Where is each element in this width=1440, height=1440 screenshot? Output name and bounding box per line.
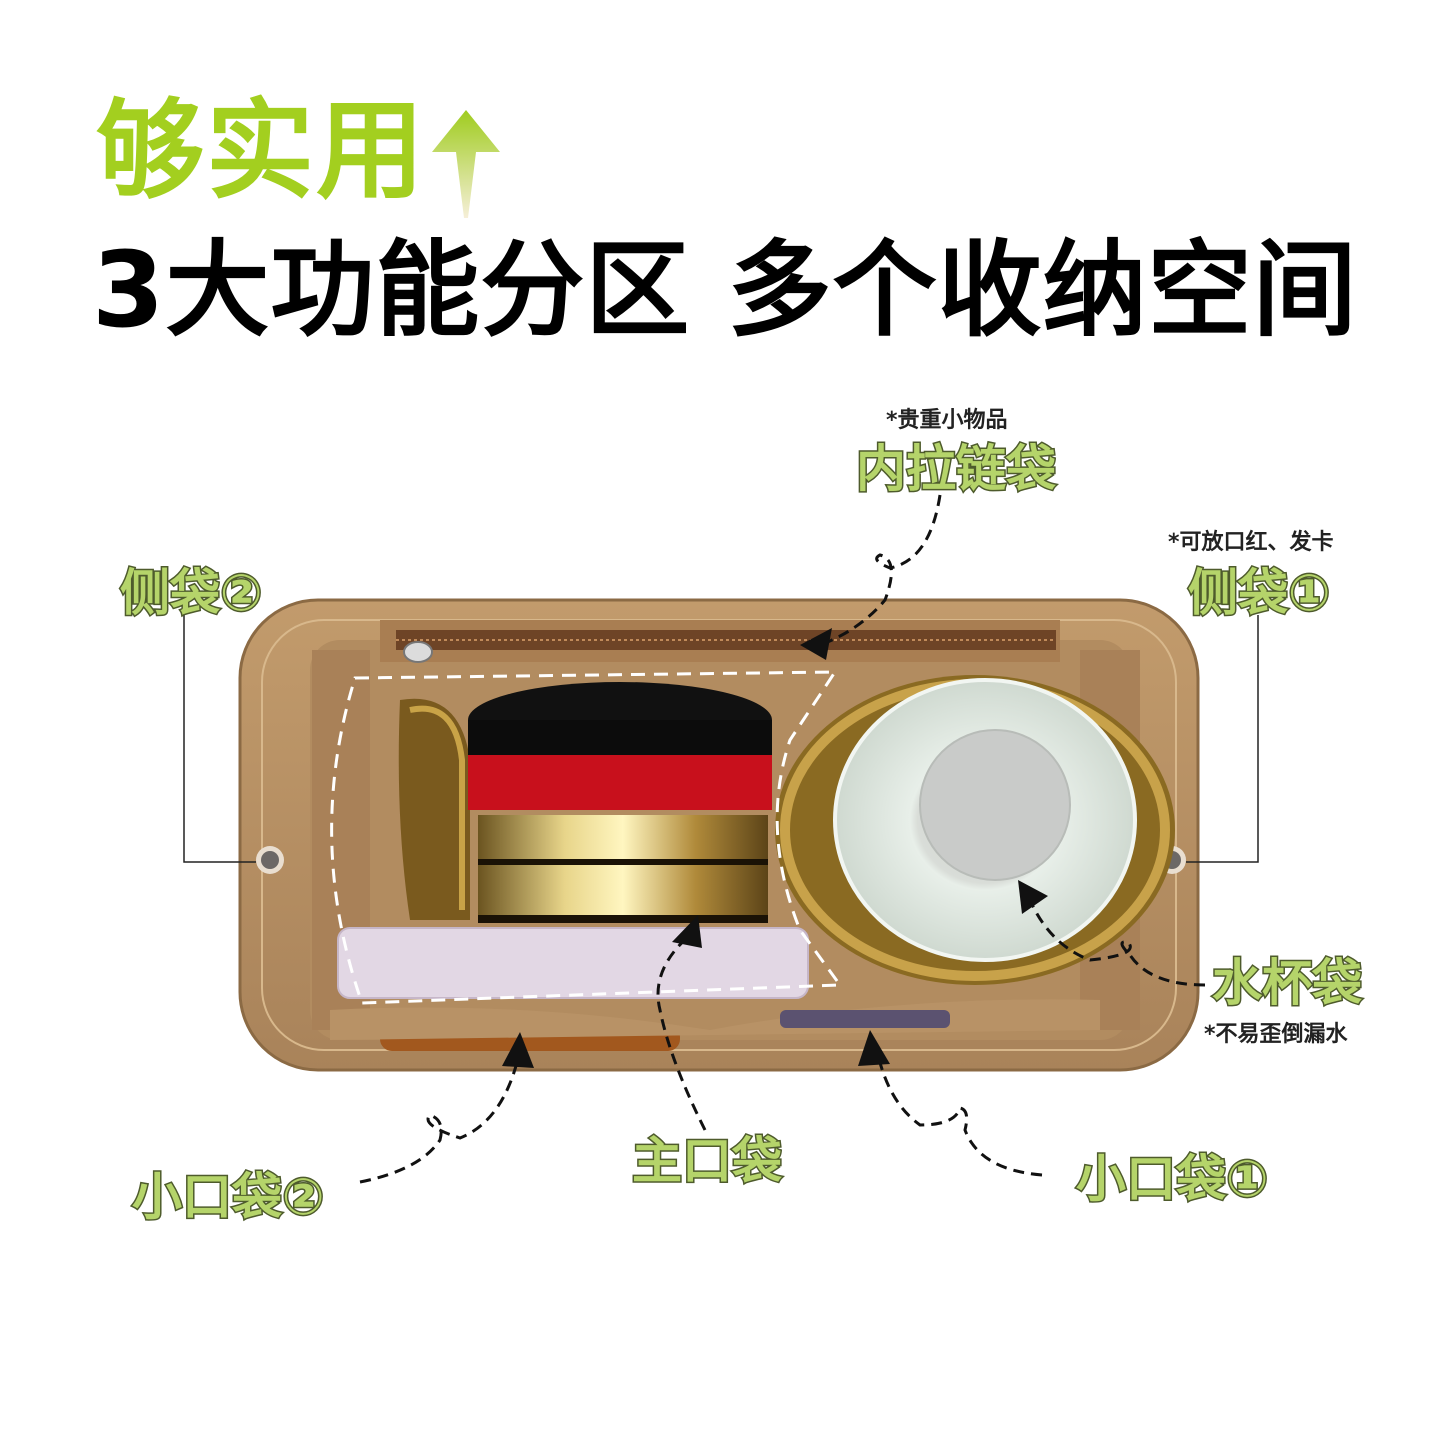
side-pocket-1-note: *可放口红、发卡	[1168, 530, 1334, 555]
side-pocket-1-label: 侧袋①	[1186, 564, 1331, 622]
small-pocket-2-label: 小口袋②	[130, 1168, 325, 1226]
cup-pocket-note: *不易歪倒漏水	[1204, 1022, 1348, 1047]
inner-zip-note: *贵重小物品	[886, 408, 1008, 433]
inner-zip-label: 内拉链袋	[855, 440, 1058, 498]
cup-pocket-label: 水杯袋	[1211, 954, 1364, 1012]
main-pocket-label: 主口袋	[631, 1132, 784, 1190]
headline-subtitle: 3大功能分区 多个收纳空间	[92, 229, 1358, 351]
side-pocket-2-label: 侧袋②	[118, 564, 263, 622]
up-arrow-icon	[432, 110, 500, 218]
headline-title: 够实用	[96, 89, 427, 214]
small-pocket-1-label: 小口袋①	[1074, 1150, 1269, 1208]
